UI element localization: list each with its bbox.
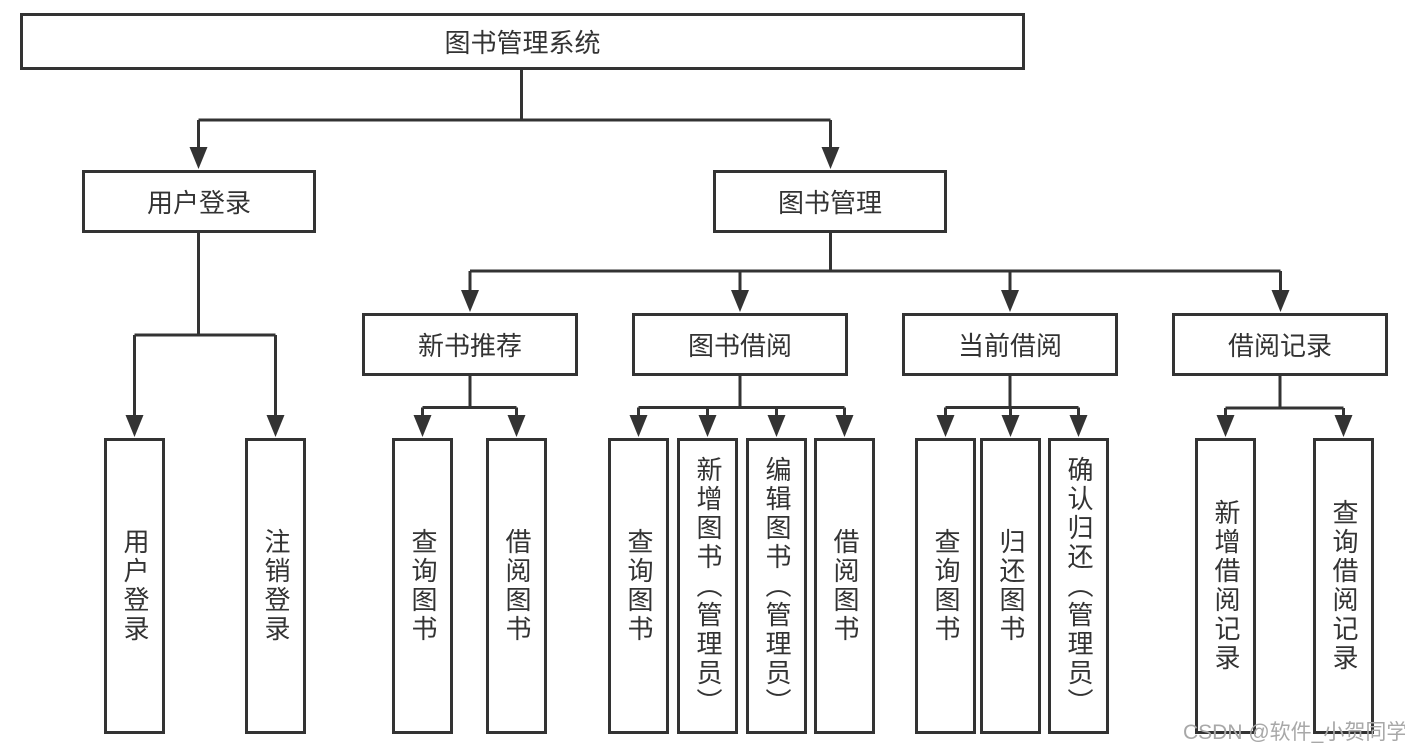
node-book-management: 图书管理 (713, 170, 947, 233)
node-label: 用户登录 (146, 188, 251, 218)
connector-new-book-to-children (421, 376, 518, 417)
leaf-borrow-query-book: 查询图书 (608, 438, 669, 734)
leaf-current-query-book: 查询图书 (915, 438, 976, 734)
arrowhead-icon (731, 290, 749, 312)
leaf-label: 新增图书（管理员） (693, 455, 723, 717)
node-label: 借阅记录 (1227, 331, 1332, 361)
node-label: 图书借阅 (687, 331, 792, 361)
arrowhead-icon (125, 415, 144, 437)
node-borrow-records: 借阅记录 (1172, 313, 1388, 376)
connector-user-login-to-children (133, 233, 277, 416)
arrowheads (125, 147, 1353, 437)
arrowhead-icon (413, 415, 432, 437)
connector-current-borrow-to-children (944, 376, 1080, 417)
connector-borrow-records-to-children (1224, 376, 1345, 417)
arrowhead-icon (189, 147, 208, 169)
csdn-watermark: CSDN @软件_小贺同学 (1183, 721, 1405, 744)
node-user-login: 用户登录 (82, 170, 316, 233)
node-root: 图书管理系统 (20, 13, 1025, 70)
leaf-label: 借阅图书 (830, 528, 860, 644)
node-root-label: 图书管理系统 (444, 28, 601, 58)
leaf-label: 新增借阅记录 (1211, 499, 1241, 673)
leaf-add-book-admin: 新增图书（管理员） (677, 438, 738, 734)
leaf-borrow-book: 借阅图书 (814, 438, 875, 734)
connector-book-borrow-to-children (637, 376, 846, 417)
leaf-edit-book-admin: 编辑图书（管理员） (746, 438, 807, 734)
node-label: 新书推荐 (417, 331, 522, 361)
leaf-user-login: 用户登录 (104, 438, 165, 734)
leaf-label: 用户登录 (120, 528, 150, 644)
node-current-borrow: 当前借阅 (902, 313, 1118, 376)
node-label: 当前借阅 (957, 331, 1062, 361)
leaf-label: 确认归还（管理员） (1064, 455, 1094, 717)
arrowhead-icon (461, 290, 479, 312)
arrowhead-icon (1334, 415, 1353, 437)
leaf-label: 借阅图书 (502, 528, 532, 644)
leaf-return-book: 归还图书 (980, 438, 1041, 734)
leaf-recommend-query-book: 查询图书 (392, 438, 453, 734)
connector-book-mgmt-to-level3 (468, 233, 1282, 291)
leaf-label: 查询图书 (408, 528, 438, 644)
arrowhead-icon (1216, 415, 1235, 437)
connector-root-to-level2 (197, 70, 832, 148)
leaf-add-borrow-record: 新增借阅记录 (1195, 438, 1256, 734)
node-label: 图书管理 (777, 188, 882, 218)
arrowhead-icon (266, 415, 285, 437)
arrowhead-icon (1069, 415, 1088, 437)
leaf-query-borrow-record: 查询借阅记录 (1313, 438, 1374, 734)
arrowhead-icon (936, 415, 955, 437)
arrowhead-icon (835, 415, 854, 437)
leaf-logout: 注销登录 (245, 438, 306, 734)
arrowhead-icon (821, 147, 840, 169)
arrowhead-icon (629, 415, 648, 437)
node-new-book-recommend: 新书推荐 (362, 313, 578, 376)
leaf-label: 注销登录 (261, 528, 291, 644)
node-book-borrow: 图书借阅 (632, 313, 848, 376)
arrowhead-icon (1271, 290, 1290, 312)
leaf-label: 查询图书 (931, 528, 961, 644)
arrowhead-icon (1001, 290, 1019, 312)
arrowhead-icon (1001, 415, 1020, 437)
leaf-label: 查询借阅记录 (1329, 499, 1359, 673)
arrowhead-icon (507, 415, 526, 437)
arrowhead-icon (767, 415, 786, 437)
leaf-label: 归还图书 (996, 528, 1026, 644)
leaf-recommend-borrow-book: 借阅图书 (486, 438, 547, 734)
arrowhead-icon (698, 415, 717, 437)
leaf-label: 查询图书 (624, 528, 654, 644)
leaf-label: 编辑图书（管理员） (762, 455, 792, 717)
leaf-confirm-return-admin: 确认归还（管理员） (1048, 438, 1109, 734)
